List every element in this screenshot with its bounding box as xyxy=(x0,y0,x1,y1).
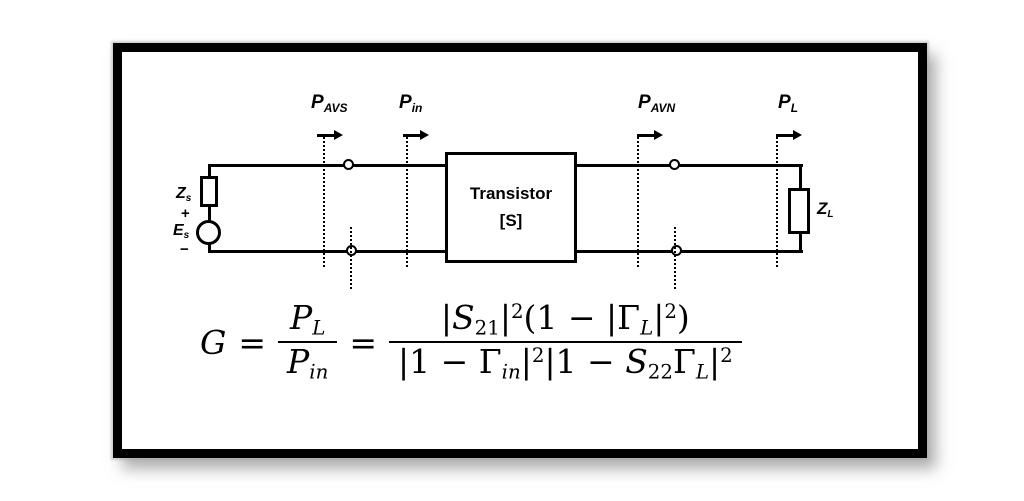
squared-exponent: 2 xyxy=(510,300,524,324)
node-plane-input xyxy=(350,227,352,289)
label-base: P xyxy=(778,92,791,113)
fraction-denominator: Pin xyxy=(278,341,338,385)
arrow-head xyxy=(420,130,429,140)
label-sub: s xyxy=(183,230,190,241)
bottom-wire-left xyxy=(210,250,447,253)
label-base: P xyxy=(638,92,651,113)
close-paren: ) xyxy=(676,298,690,338)
abs-bar: | xyxy=(709,342,721,381)
minus-sign: − xyxy=(180,241,189,258)
voltage-source-circle xyxy=(196,220,221,245)
arrow-head xyxy=(654,130,663,140)
arrow-head xyxy=(334,130,343,140)
equals-sign: = xyxy=(238,322,267,362)
node-plane-output xyxy=(674,227,676,289)
arrow-shaft xyxy=(637,134,656,137)
transistor-label: Transistor xyxy=(469,184,553,204)
squared-exponent: 2 xyxy=(664,300,677,324)
fraction-s-parameters: |S21|2(1 − |ΓL|2) |1 − Γin|2|1 − S22ΓL|2 xyxy=(388,299,742,385)
fraction-denominator: |1 − Γin|2|1 − S22ΓL|2 xyxy=(388,341,742,385)
p-subscript: in xyxy=(309,360,329,384)
label-sub: AVN xyxy=(650,101,676,115)
source-impedance-resistor xyxy=(200,176,218,207)
fraction-numerator: |S21|2(1 − |ΓL|2) xyxy=(432,299,699,341)
source-impedance-label: Zs xyxy=(176,185,191,204)
s21-symbol: S xyxy=(452,298,475,338)
squared-exponent: 2 xyxy=(531,344,545,368)
p-subscript: L xyxy=(312,316,326,340)
arrow-head xyxy=(793,130,802,140)
flow-arrow-pin xyxy=(403,130,429,141)
source-wire-mid xyxy=(208,205,211,223)
gamma-symbol: Γ xyxy=(478,342,502,381)
power-label-pin: Pin xyxy=(399,92,422,115)
s-matrix-label: [S] xyxy=(499,210,523,230)
label-base: Z xyxy=(176,185,186,202)
gamma-subscript: L xyxy=(640,316,654,340)
label-sub: L xyxy=(790,101,799,115)
abs-bar: | xyxy=(653,298,665,338)
abs-bar: | xyxy=(520,342,532,381)
one-minus-term: |1 − xyxy=(397,342,479,381)
arrow-shaft xyxy=(403,134,422,137)
reference-plane-pavs xyxy=(323,137,325,267)
flow-arrow-pavn xyxy=(637,130,663,141)
reference-plane-pin xyxy=(406,137,408,267)
power-label-pl: PL xyxy=(778,92,798,115)
top-wire-right xyxy=(577,164,803,167)
reference-plane-pl xyxy=(776,137,778,267)
abs-bar: | xyxy=(440,298,453,338)
squared-exponent: 2 xyxy=(720,344,733,368)
gamma-subscript: L xyxy=(695,360,710,384)
flow-arrow-pavs xyxy=(317,130,343,141)
label-base: P xyxy=(399,92,412,113)
source-wire-bottom xyxy=(208,242,211,253)
bottom-wire-right xyxy=(577,250,803,253)
label-sub: in xyxy=(411,101,423,115)
load-impedance-label: ZL xyxy=(817,199,834,220)
p-symbol: P xyxy=(290,298,313,338)
one-minus-term: |1 − xyxy=(544,342,626,381)
label-base: Z xyxy=(817,199,828,218)
gain-formula: G = PL Pin = |S21|2(1 − |ΓL|2) |1 − Γin|… xyxy=(200,284,742,400)
gain-symbol: G xyxy=(200,322,227,362)
s21-subscript: 21 xyxy=(474,316,500,340)
reference-plane-pavn xyxy=(637,137,639,267)
top-wire-left xyxy=(210,164,447,167)
load-wire-bottom xyxy=(799,232,802,253)
gamma-subscript: in xyxy=(501,360,521,384)
label-base: P xyxy=(311,92,324,113)
fraction-numerator: PL xyxy=(281,299,334,341)
power-label-pavn: PAVN xyxy=(638,92,675,115)
fraction-pl-over-pin: PL Pin xyxy=(278,299,338,385)
s22-subscript: 22 xyxy=(647,360,673,384)
p-symbol: P xyxy=(287,342,310,381)
label-sub: AVS xyxy=(323,101,348,115)
source-wire-top xyxy=(208,164,211,178)
load-wire-top xyxy=(799,164,802,190)
label-sub: s xyxy=(185,193,192,204)
arrow-shaft xyxy=(317,134,336,137)
gamma-symbol: Γ xyxy=(617,298,641,338)
source-emf-label: Es xyxy=(173,222,189,241)
label-sub: L xyxy=(827,209,834,220)
one-minus-term: (1 − | xyxy=(523,298,618,338)
gamma-symbol: Γ xyxy=(672,342,696,381)
power-label-pavs: PAVS xyxy=(311,92,347,115)
equals-sign: = xyxy=(349,322,377,362)
flow-arrow-pl xyxy=(776,130,802,141)
abs-bar: | xyxy=(499,298,511,338)
plus-sign: + xyxy=(181,205,190,222)
label-base: E xyxy=(173,222,184,239)
s22-symbol: S xyxy=(625,342,648,381)
transistor-box: Transistor [S] xyxy=(445,152,577,263)
arrow-shaft xyxy=(776,134,795,137)
node-circle-output-bottom xyxy=(671,245,682,256)
node-circle-input-top xyxy=(343,159,354,170)
node-circle-output-top xyxy=(669,159,680,170)
load-impedance-resistor xyxy=(788,188,810,234)
